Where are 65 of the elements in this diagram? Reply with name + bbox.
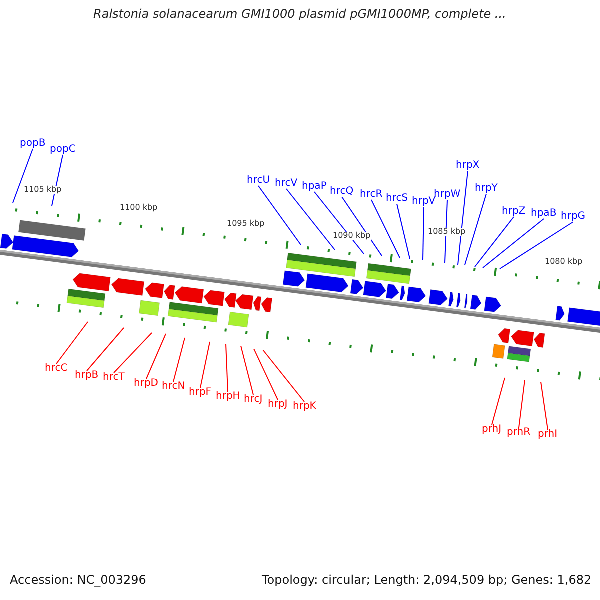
gene-label: prhI: [538, 430, 558, 440]
leader-line: [173, 338, 186, 382]
leader-line: [314, 192, 364, 254]
leader-line: [86, 328, 124, 372]
gene-label: hrpX: [456, 161, 480, 171]
gene-label: hrpF: [189, 388, 212, 398]
leader-line: [492, 378, 506, 426]
scale-label: 1100 kbp: [120, 204, 158, 212]
leader-line: [482, 218, 544, 268]
gene-label: hrcN: [162, 382, 186, 392]
gene-label: hrcC: [45, 364, 68, 374]
gene-label: hrpG: [561, 212, 586, 222]
leader-line: [422, 206, 424, 260]
gene-label: hrcT: [103, 373, 125, 383]
scale-label: 1095 kbp: [227, 220, 265, 228]
leader-line: [458, 170, 468, 266]
gene-label: hrcV: [275, 179, 298, 189]
gene-label: hrpJ: [268, 400, 288, 410]
leader-line: [258, 186, 302, 246]
leader-line: [114, 332, 152, 374]
gene-label: hrpK: [293, 402, 316, 412]
leader-line: [518, 380, 526, 428]
leader-line: [396, 204, 410, 260]
gene-label: prhJ: [482, 425, 502, 435]
gene-label: hrcQ: [330, 187, 354, 197]
title: Ralstonia solanacearum GMI1000 plasmid pGMI1000MP, complete ...: [94, 8, 506, 20]
gene-label: hrpV: [412, 197, 436, 207]
leader-line: [226, 344, 228, 392]
leader-line: [540, 382, 548, 430]
accession-text: Accession: NC_003296: [10, 574, 146, 586]
gene-label: hrpH: [216, 392, 240, 402]
scale-label: 1085 kbp: [428, 228, 466, 236]
leader-line: [342, 196, 382, 256]
gene-label: hrcU: [247, 176, 270, 186]
leader-line: [500, 222, 574, 270]
gene-label: hpaP: [302, 182, 327, 192]
gene-label: prhR: [507, 428, 531, 438]
gene-label: hrpZ: [502, 207, 526, 217]
leader-line: [56, 322, 88, 364]
gene-label: popC: [50, 145, 76, 155]
gene-label: hpaB: [531, 209, 557, 219]
leader-line: [444, 200, 448, 264]
gene-label: hrcJ: [244, 395, 263, 405]
leader-line: [254, 348, 278, 400]
leader-line: [286, 188, 336, 250]
scale-label: 1105 kbp: [24, 186, 62, 194]
leader-line: [240, 346, 254, 396]
gene-label: hrpW: [434, 190, 461, 200]
leader-line: [474, 216, 514, 268]
leader-line: [52, 154, 64, 206]
gene-label: hrpD: [134, 379, 158, 389]
gene-label: popB: [20, 139, 46, 149]
leader-line: [262, 350, 305, 402]
gene-label: hrpB: [75, 371, 99, 381]
gene-label: hrpY: [475, 184, 498, 194]
genome-summary: Topology: circular; Length: 2,094,509 bp; Genes: 1,682: [262, 574, 592, 586]
leader-line: [371, 200, 400, 258]
gene-label: hrcR: [360, 190, 383, 200]
gene-label: hrcS: [386, 194, 408, 204]
leader-line: [146, 334, 166, 380]
scale-label: 1080 kbp: [545, 258, 583, 266]
leader-line: [464, 194, 487, 266]
scale-label: 1090 kbp: [333, 232, 371, 240]
leader-line: [12, 148, 34, 204]
leader-line: [200, 342, 210, 388]
